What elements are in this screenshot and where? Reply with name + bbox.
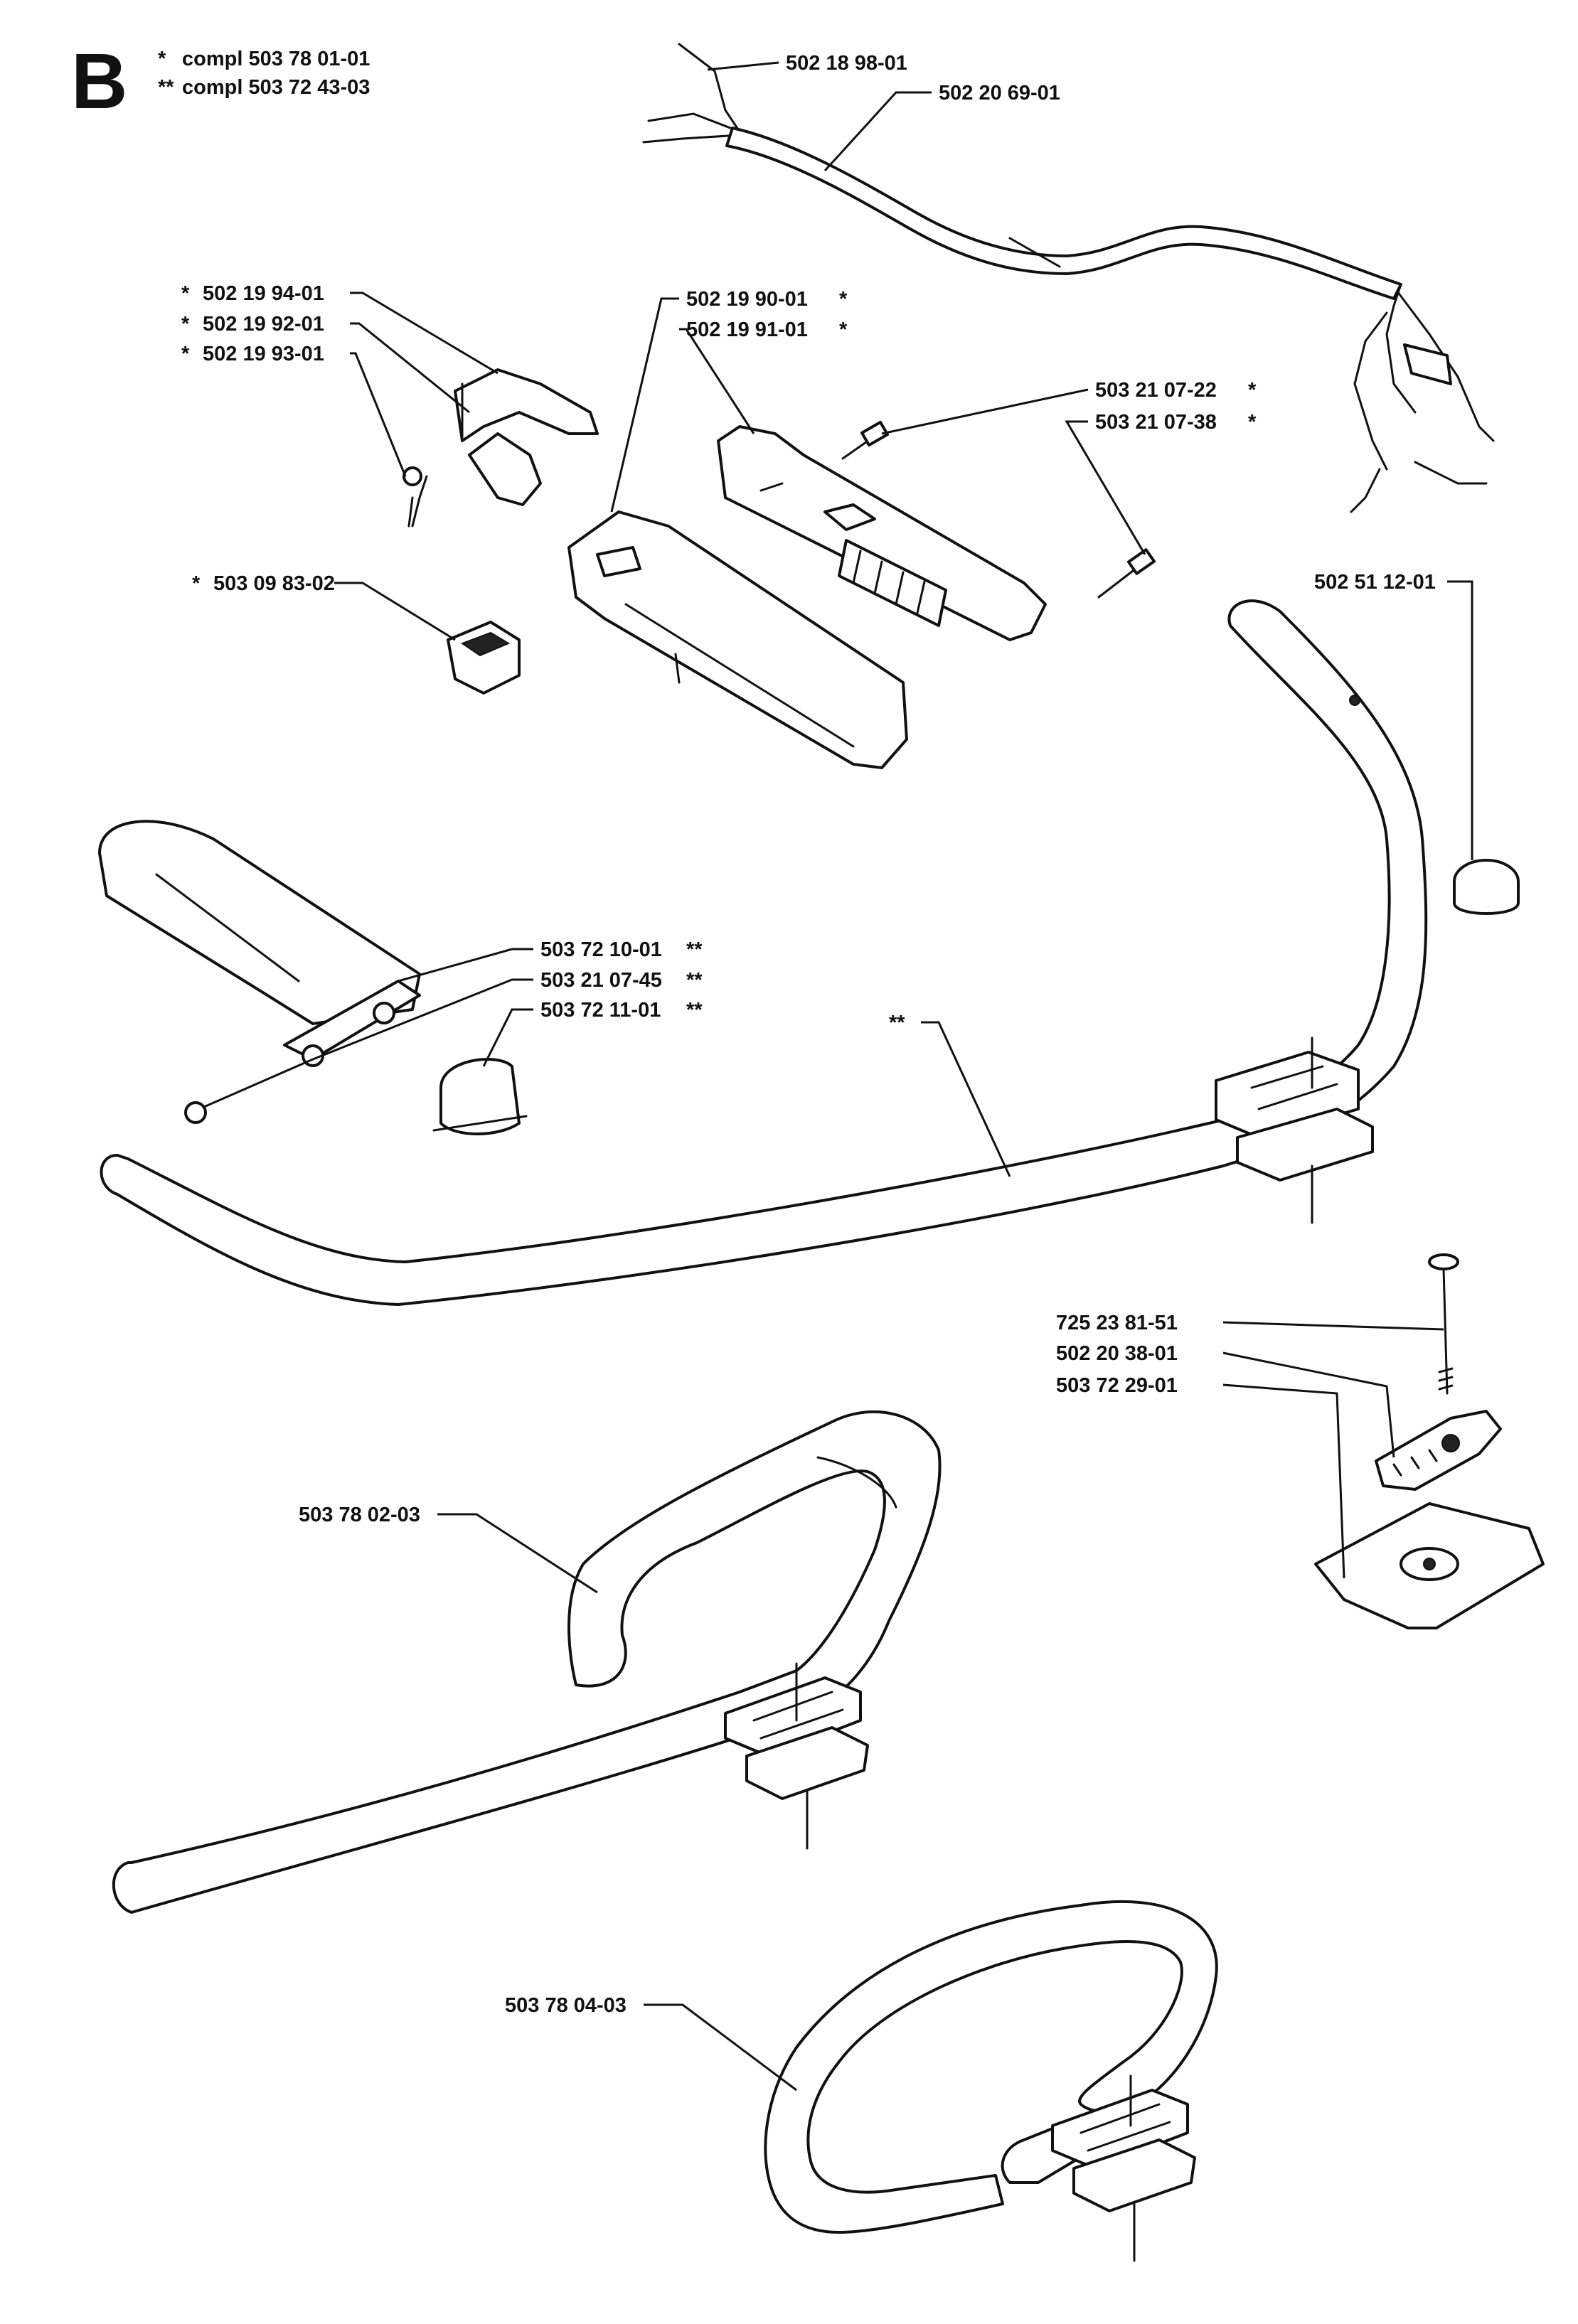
screw-503210738-part [1097,548,1156,599]
callout-502206901: 502 20 69-01 [939,82,1060,105]
mark-503210722: * [1248,379,1257,402]
mark-502199301: * [181,343,190,365]
mark-503098302: * [192,572,201,595]
mark-503210738: * [1248,411,1257,434]
callout-503780403: 503 78 04-03 [505,1994,627,2017]
leader-lines [312,61,1473,2092]
part-503098302 [447,621,521,695]
callout-503210738: 503 21 07-38 [1095,411,1217,434]
clamp-503721101 [432,1058,528,1135]
mark-handlebar: ** [889,1012,905,1034]
section-letter: B [71,38,127,125]
callout-725238151: 725 23 81-51 [1056,1312,1178,1334]
switch-assembly-part [403,368,599,528]
callout-502199201: 502 19 92-01 [203,313,324,336]
loop-handle-503780403 [764,1900,1218,2262]
side-grip-part [98,820,421,1124]
handle-half-left-part [567,510,908,769]
handle-half-right-part [717,425,1047,641]
wiring-harness-part [642,43,1495,513]
bushing-502511201 [1453,859,1520,915]
callout-503210745: 503 21 07-45 [540,969,662,992]
callout-502199401: 502 19 94-01 [203,282,324,305]
screw-503210722-part [841,420,889,460]
callout-502199301: 502 19 93-01 [203,343,324,365]
callout-502203801: 502 20 38-01 [1056,1342,1178,1365]
callout-502511201: 502 51 12-01 [1314,571,1436,594]
callout-503098302: 503 09 83-02 [213,572,335,595]
legend-mark-single: * [158,48,166,70]
mark-502199001: * [839,288,848,311]
legend-mark-double: ** [158,76,174,99]
knob-502203801 [1375,1410,1502,1491]
callout-502199001: 502 19 90-01 [686,288,808,311]
bolt-725238151 [1428,1253,1459,1395]
mark-503721001: ** [686,938,703,961]
mark-502199101: * [839,318,848,341]
base-503722901 [1314,1502,1545,1629]
legend-text-double: compl 503 72 43-03 [182,76,370,99]
callout-503780203: 503 78 02-03 [299,1504,420,1526]
callout-502199101: 502 19 91-01 [686,318,808,341]
mark-503210745: ** [686,969,703,992]
loop-handle-503780203 [112,1410,942,1914]
callout-503721001: 503 72 10-01 [540,938,662,961]
mark-502199201: * [181,313,190,336]
callout-503722901: 503 72 29-01 [1056,1374,1178,1397]
callout-503721101: 503 72 11-01 [540,999,661,1022]
callout-502189801: 502 18 98-01 [786,52,907,75]
legend-text-single: compl 503 78 01-01 [182,48,370,70]
mark-503721101: ** [686,999,703,1022]
handlebar-part [100,599,1428,1306]
mark-502199401: * [181,282,190,305]
callout-503210722: 503 21 07-22 [1095,379,1217,402]
